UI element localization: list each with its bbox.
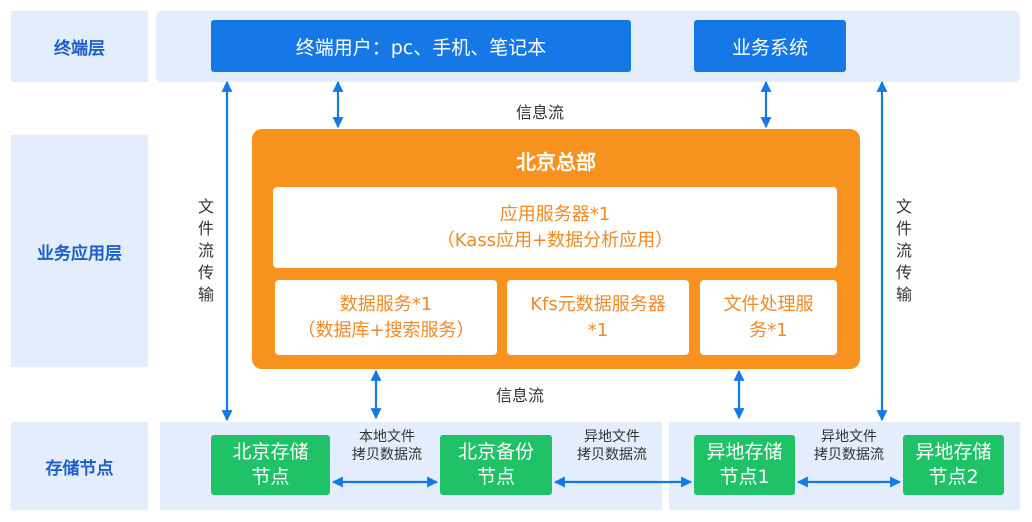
remote-copy-label-1: 异地文件 拷贝数据流 — [567, 428, 657, 464]
file-service-box: 文件处理服 务*1 — [700, 280, 837, 355]
layer-label-storage: 存储节点 — [11, 422, 148, 510]
app-server-box: 应用服务器*1 （Kass应用+数据分析应用） — [273, 187, 837, 268]
bj-backup-line-2: 节点 — [476, 466, 515, 488]
remote-storage-2-line-1: 异地存储 — [915, 441, 992, 463]
terminal-users-text: 终端用户：pc、手机、笔记本 — [295, 36, 547, 59]
hq-title: 北京总部 — [516, 150, 596, 174]
data-service-line-2: （数据库+搜索服务） — [297, 319, 475, 341]
app-server-line-2: （Kass应用+数据分析应用） — [436, 229, 674, 251]
remote-copy-1-line-1: 异地文件 — [584, 429, 640, 445]
business-system-box: 业务系统 — [694, 20, 846, 72]
local-copy-line-2: 拷贝数据流 — [352, 447, 422, 463]
bj-storage-line-1: 北京存储 — [232, 441, 309, 463]
app-server-line-1: 应用服务器*1 — [499, 203, 611, 225]
file-service-line-1: 文件处理服 — [723, 293, 814, 315]
file-flow-left-label: 文 件 流 传 输 — [196, 196, 216, 306]
layer-label-storage-text: 存储节点 — [45, 458, 114, 479]
local-copy-label: 本地文件 拷贝数据流 — [342, 428, 432, 464]
info-flow-top-label: 信息流 — [515, 103, 564, 122]
remote-storage-2-line-2: 节点2 — [928, 466, 979, 488]
file-flow-left-char: 流 — [197, 241, 214, 260]
kfs-server-line-1: Kfs元数据服务器 — [530, 293, 666, 315]
kfs-server-box: Kfs元数据服务器 *1 — [507, 280, 689, 355]
remote-storage-1-line-1: 异地存储 — [706, 441, 783, 463]
data-service-line-1: 数据服务*1 — [339, 293, 433, 315]
bj-backup-line-1: 北京备份 — [457, 441, 534, 463]
bj-backup-node: 北京备份 节点 — [440, 435, 552, 495]
layer-label-terminal-text: 终端层 — [54, 39, 105, 59]
bj-storage-line-2: 节点 — [251, 466, 290, 488]
file-flow-right-char: 流 — [895, 241, 912, 260]
remote-storage-1-line-2: 节点1 — [719, 466, 770, 488]
kfs-server-line-2: *1 — [587, 319, 609, 341]
file-flow-right-char: 输 — [895, 285, 912, 304]
file-service-line-2: 务*1 — [749, 319, 788, 341]
remote-copy-1-line-2: 拷贝数据流 — [577, 447, 647, 463]
file-flow-right-char: 传 — [895, 263, 912, 282]
data-service-box: 数据服务*1 （数据库+搜索服务） — [275, 280, 497, 355]
file-flow-left-char: 件 — [197, 219, 214, 238]
layer-label-business-text: 业务应用层 — [37, 243, 122, 264]
file-flow-left-char: 输 — [197, 285, 214, 304]
terminal-users-box: 终端用户：pc、手机、笔记本 — [211, 20, 631, 72]
remote-copy-2-line-2: 拷贝数据流 — [814, 447, 884, 463]
remote-storage-node-1: 异地存储 节点1 — [694, 435, 795, 495]
file-flow-left-char: 文 — [197, 197, 214, 216]
file-flow-left-char: 传 — [197, 263, 214, 282]
info-flow-bottom-label: 信息流 — [495, 386, 544, 405]
file-flow-right-char: 件 — [895, 219, 912, 238]
remote-storage-node-2: 异地存储 节点2 — [903, 435, 1004, 495]
business-system-text: 业务系统 — [731, 36, 808, 59]
layer-label-business: 业务应用层 — [11, 135, 148, 367]
remote-copy-2-line-1: 异地文件 — [821, 429, 877, 445]
layer-label-terminal: 终端层 — [11, 11, 148, 82]
local-copy-line-1: 本地文件 — [359, 429, 415, 445]
remote-copy-label-2: 异地文件 拷贝数据流 — [804, 428, 894, 464]
bj-storage-node: 北京存储 节点 — [211, 435, 330, 495]
file-flow-right-label: 文 件 流 传 输 — [894, 196, 914, 306]
file-flow-right-char: 文 — [895, 197, 912, 216]
